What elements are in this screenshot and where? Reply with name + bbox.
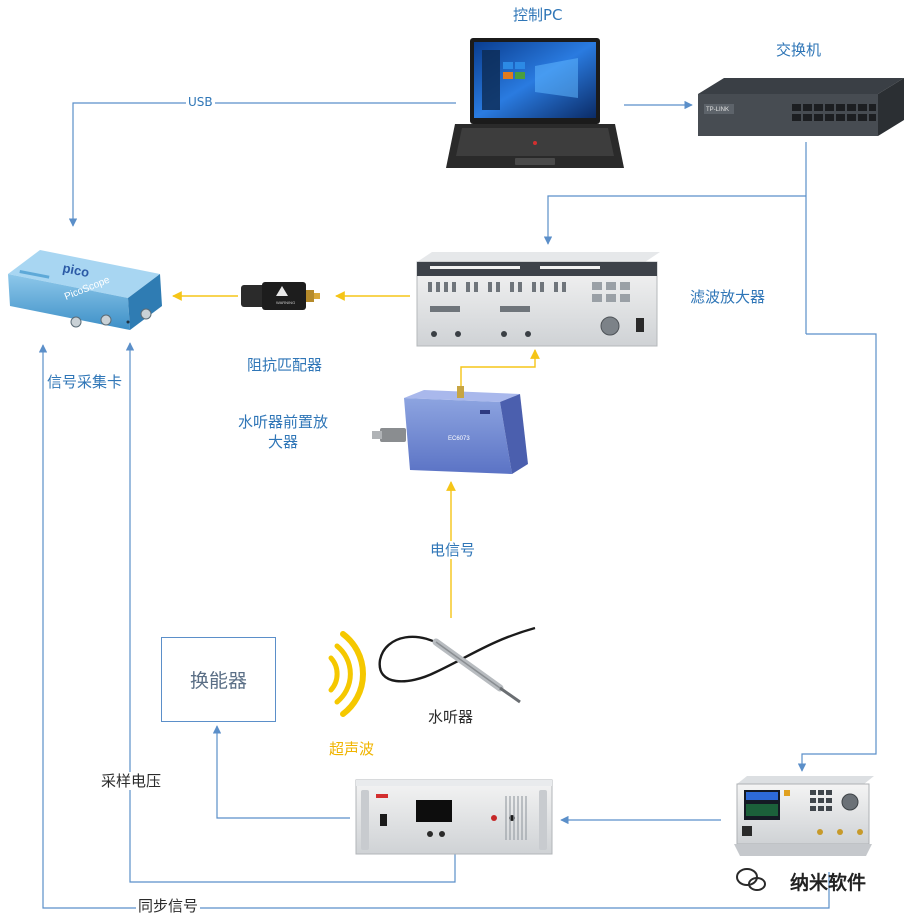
daq-card-label: 信号采集卡 <box>47 373 123 391</box>
electric-signal-label: 电信号 <box>428 541 478 559</box>
usb-line <box>68 102 456 227</box>
watermark-text: 纳米软件 <box>790 872 867 894</box>
power-amplifier-icon <box>355 779 553 855</box>
sampling-voltage-line <box>125 342 456 883</box>
filter-amp-label: 滤波放大器 <box>690 288 766 306</box>
usb-label: USB <box>186 95 215 110</box>
switch-to-generator-line <box>797 333 877 772</box>
preamp-box-icon: EC6073 <box>372 386 528 474</box>
tplink-label: TP-LINK <box>706 107 729 113</box>
filter-amplifier-icon <box>416 252 660 347</box>
network-switch-icon: TP-LINK <box>698 78 904 136</box>
sound-wave-icon <box>328 631 366 717</box>
preamp-to-filter-arrow <box>460 349 540 392</box>
warning-text: WARNING <box>276 300 295 305</box>
pico-brand: pico <box>61 260 90 280</box>
impedance-matcher-icon: WARNING <box>241 282 320 310</box>
switch-to-filter-line <box>543 195 806 245</box>
hydrophone-icon <box>378 626 536 704</box>
preamp-model-text: EC6073 <box>448 436 470 442</box>
sampling-voltage-label: 采样电压 <box>99 772 164 790</box>
transducer-label: 换能器 <box>189 670 247 692</box>
picoscope-icon: pico PicoScope <box>8 250 162 330</box>
switch-label: 交换机 <box>776 41 822 59</box>
wechat-icon <box>736 868 766 891</box>
preamp-label: 水听器前置放 大器 <box>238 413 329 451</box>
sync-signal-line <box>38 344 830 909</box>
amp-to-transducer-line <box>212 725 350 819</box>
impedance-matcher-label: 阻抗匹配器 <box>247 356 323 374</box>
sync-signal-label: 同步信号 <box>136 897 201 915</box>
ultrasound-label: 超声波 <box>329 740 375 758</box>
transducer-box: 换能器 <box>161 637 276 722</box>
laptop-icon <box>446 38 624 168</box>
function-generator-icon <box>734 776 874 856</box>
hydrophone-label: 水听器 <box>428 708 474 726</box>
control-pc-label: 控制PC <box>513 6 563 24</box>
